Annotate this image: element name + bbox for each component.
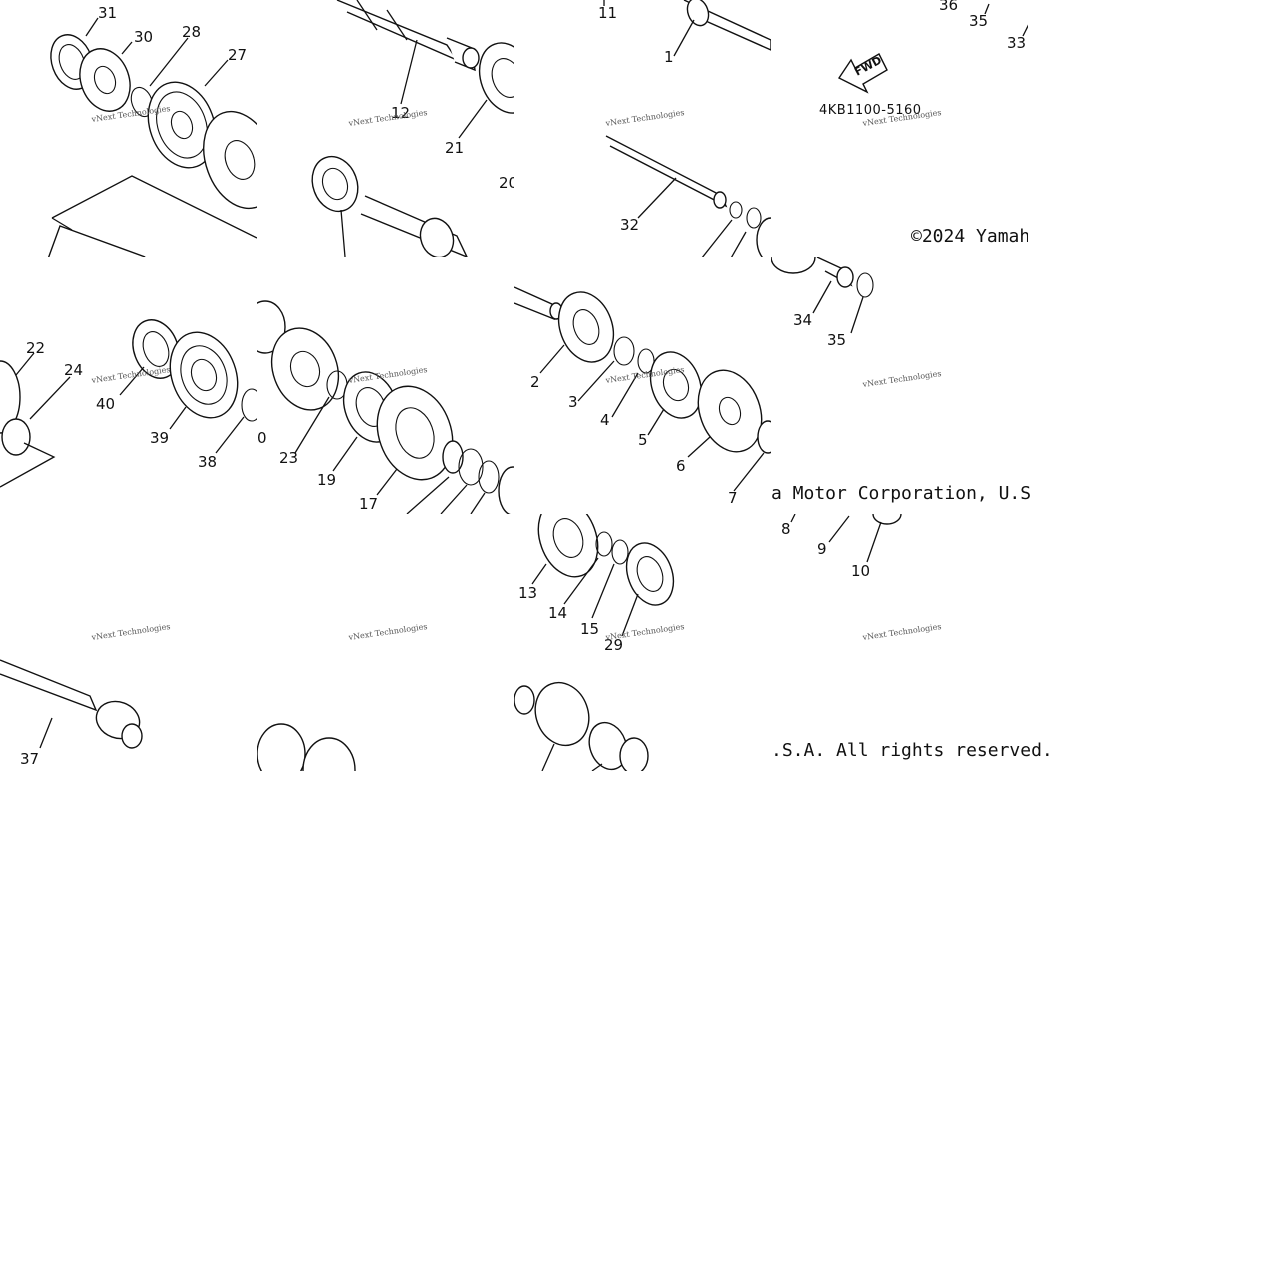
- callout-14: 14: [548, 604, 567, 622]
- tile-2-drawing: 12 21 20 vNext Technologies: [311, 0, 514, 257]
- callout-38: 38: [198, 453, 217, 471]
- callout-11: 11: [598, 4, 617, 22]
- tile-1-drawing: 31 30 28 27 vNext Technologies: [47, 4, 257, 257]
- watermark: vNext Technologies: [347, 108, 428, 128]
- tile-5-drawing: 22 24 40 39 38 vNext Technologies: [0, 319, 257, 488]
- tile-6-drawing: 0 23 19 17 vNext Technologies: [257, 300, 514, 514]
- diagram-tile-3: 11 1 32 25 18 26 16 vNext Technologies: [514, 0, 771, 257]
- callout-1: 1: [664, 48, 674, 66]
- copyright-part-2: a Motor Corporation, U.S: [771, 483, 1032, 504]
- callout-32: 32: [620, 216, 639, 234]
- diagram-tile-6: 0 23 19 17 vNext Technologies: [257, 257, 514, 514]
- tile-4-drawing: FWD 4KB1100-5160 36 35 33 vNext Technolo…: [819, 0, 1028, 128]
- callout-21: 21: [445, 139, 464, 157]
- callout-8: 8: [781, 520, 791, 538]
- diagram-tile-4: FWD 4KB1100-5160 36 35 33 vNext Technolo…: [771, 0, 1028, 257]
- tile-14-drawing: 37: [0, 659, 143, 768]
- callout-3: 3: [568, 393, 578, 411]
- callout-33: 33: [1007, 34, 1026, 52]
- tile-10-drawing: vNext Technologies: [347, 622, 428, 642]
- callout-20: 20: [499, 174, 514, 192]
- copyright-part-3: .S.A. All rights reserved.: [771, 740, 1053, 761]
- callout-5: 5: [638, 431, 648, 449]
- tile-8-drawing: 34 35 vNext Technologies: [771, 257, 942, 389]
- callout-9: 9: [817, 540, 827, 558]
- watermark: vNext Technologies: [347, 622, 428, 642]
- callout-2: 2: [530, 373, 540, 391]
- callout-7: 7: [728, 489, 738, 507]
- callout-17: 17: [359, 495, 378, 513]
- diagram-tile-16: [514, 674, 771, 771]
- callout-4: 4: [600, 411, 610, 429]
- callout-27: 27: [228, 46, 247, 64]
- tile-15-drawing: [257, 723, 356, 771]
- diagram-tile-7: 2 3 4 5 6 7 vNext Technologies: [514, 257, 771, 514]
- watermark: vNext Technologies: [861, 369, 942, 389]
- callout-35: 35: [969, 12, 988, 30]
- tile-16-drawing: [514, 681, 649, 771]
- callout-6: 6: [676, 457, 686, 475]
- callout-35b: 35: [827, 331, 846, 349]
- diagram-tile-15: [257, 714, 514, 771]
- callout-37: 37: [20, 750, 39, 768]
- watermark: vNext Technologies: [604, 108, 685, 128]
- callout-23: 23: [279, 449, 298, 467]
- diagram-tile-5: 22 24 40 39 38 vNext Technologies: [0, 257, 257, 514]
- diagram-tile-14: 37: [0, 640, 257, 771]
- part-code: 4KB1100-5160: [819, 103, 922, 118]
- tile-3-drawing: 11 1 32 25 18 26 16 vNext Technologies: [598, 0, 771, 257]
- tile-9-drawing: vNext Technologies: [90, 622, 171, 642]
- callout-40: 40: [96, 395, 115, 413]
- callout-36: 36: [939, 0, 958, 14]
- callout-10: 10: [851, 562, 870, 580]
- tile-7-drawing: 2 3 4 5 6 7 vNext Technologies: [514, 286, 771, 507]
- fwd-arrow-icon: FWD: [837, 53, 888, 94]
- watermark: vNext Technologies: [604, 622, 685, 642]
- callout-30: 30: [134, 28, 153, 46]
- watermark: vNext Technologies: [861, 622, 942, 642]
- callout-24: 24: [64, 361, 83, 379]
- callout-15: 15: [580, 620, 599, 638]
- callout-22: 22: [26, 339, 45, 357]
- tile-12-drawing: 8 9 10 vNext Technologies: [781, 514, 942, 642]
- callout-19: 19: [317, 471, 336, 489]
- callout-31: 31: [98, 4, 117, 22]
- diagram-tile-1: 31 30 28 27 vNext Technologies: [0, 0, 257, 257]
- callout-29: 29: [604, 636, 623, 654]
- diagram-tile-2: 12 21 20 vNext Technologies: [257, 0, 514, 257]
- callout-0: 0: [257, 429, 267, 447]
- callout-12: 12: [391, 104, 410, 122]
- callout-28: 28: [182, 23, 201, 41]
- callout-34: 34: [793, 311, 812, 329]
- callout-13: 13: [518, 584, 537, 602]
- diagram-tile-8: 34 35 vNext Technologies: [771, 257, 1028, 514]
- tile-11-drawing: 13 14 15 29 vNext Technologies: [518, 514, 685, 654]
- diagram-tile-12: 8 9 10 vNext Technologies: [771, 514, 1028, 771]
- watermark: vNext Technologies: [347, 365, 428, 385]
- copyright-part-1: ©2024 Yamah: [911, 226, 1028, 247]
- callout-39: 39: [150, 429, 169, 447]
